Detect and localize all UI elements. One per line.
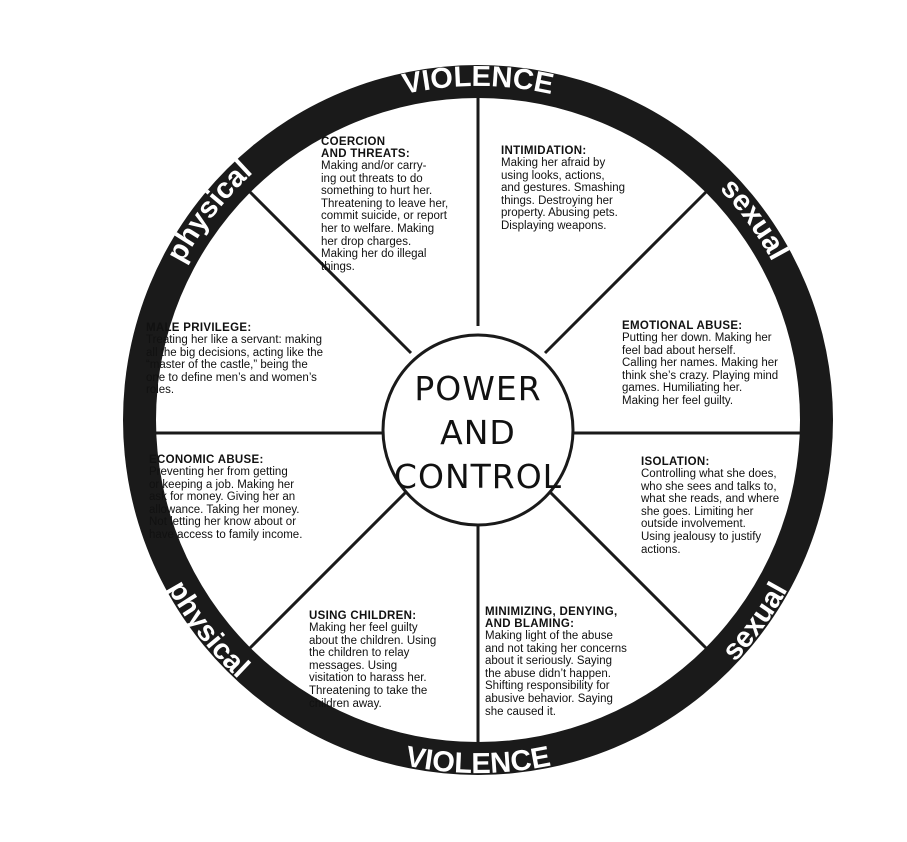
segment-isolation: ISOLATION: Controlling what she does, wh… xyxy=(641,456,821,556)
segment-coercion-body: Making and/or carry- ing out threats to … xyxy=(321,160,449,273)
center-line-3: CONTROL xyxy=(394,457,562,496)
center-line-2: AND xyxy=(440,413,516,452)
segment-male-privilege: MALE PRIVILEGE: Treating her like a serv… xyxy=(146,322,371,397)
segment-economic-abuse: ECONOMIC ABUSE: Preventing her from gett… xyxy=(149,454,349,542)
segment-isolation-title: ISOLATION: xyxy=(641,456,710,468)
segment-economic-abuse-body: Preventing her from getting or keeping a… xyxy=(149,466,303,541)
segment-emotional-abuse: EMOTIONAL ABUSE: Putting her down. Makin… xyxy=(622,320,827,408)
spoke-upper-left xyxy=(248,190,413,355)
segment-minimizing-title: MINIMIZING, DENYING, AND BLAMING: xyxy=(485,606,618,630)
spoke-lower-left xyxy=(248,485,413,650)
segment-emotional-abuse-body: Putting her down. Making her feel bad ab… xyxy=(622,332,779,407)
segment-emotional-abuse-title: EMOTIONAL ABUSE: xyxy=(622,320,743,332)
segment-using-children-title: USING CHILDREN: xyxy=(309,610,417,622)
segment-using-children-body: Making her feel guilty about the childre… xyxy=(309,622,437,710)
segment-economic-abuse-title: ECONOMIC ABUSE: xyxy=(149,454,264,466)
center-line-1: POWER xyxy=(414,369,541,408)
segment-male-privilege-title: MALE PRIVILEGE: xyxy=(146,322,252,334)
segment-intimidation-title: INTIMIDATION: xyxy=(501,145,587,157)
center-hub xyxy=(381,333,575,527)
segment-intimidation-body: Making her afraid by using looks, action… xyxy=(501,157,626,232)
segment-coercion-title: COERCION AND THREATS: xyxy=(321,136,410,160)
segment-minimizing-body: Making light of the abuse and not taking… xyxy=(485,630,627,718)
segment-minimizing: MINIMIZING, DENYING, AND BLAMING: Making… xyxy=(485,606,655,718)
segment-coercion: COERCION AND THREATS: Making and/or carr… xyxy=(321,136,471,273)
spoke-lower-right xyxy=(543,485,708,650)
segment-intimidation: INTIMIDATION: Making her afraid by using… xyxy=(501,145,651,233)
spoke-upper-right xyxy=(543,190,708,355)
segment-male-privilege-body: Treating her like a servant: making all … xyxy=(146,334,324,397)
segment-isolation-body: Controlling what she does, who she sees … xyxy=(641,468,780,556)
segment-using-children: USING CHILDREN: Making her feel guilty a… xyxy=(309,610,469,710)
spokes xyxy=(156,98,800,742)
